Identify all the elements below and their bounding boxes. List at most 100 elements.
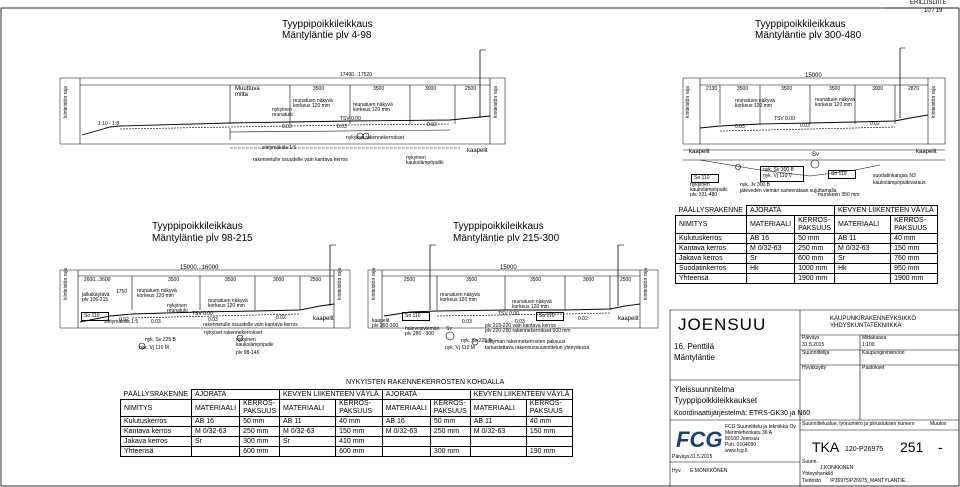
boundary-a-left: kiinteistön raja: [63, 86, 69, 118]
table-cell: 1900 mm: [890, 273, 938, 284]
street-name: Mäntyläntie: [674, 353, 715, 362]
cables-d: kaapelit: [618, 316, 639, 322]
file-label: Tiedosto: [802, 478, 821, 484]
district-heating-a: nykyinen kaukolämpöputki: [406, 155, 444, 166]
dim-c-2600: 2600...3600: [84, 277, 111, 283]
table-cell: AB 11: [469, 416, 527, 427]
table-cell: Sr: [278, 436, 337, 447]
table-cell: M 0/32-63: [381, 426, 431, 437]
table-cell: 250 mm: [794, 243, 835, 254]
dim-d-2500a: 2500: [404, 277, 416, 283]
dim-b-3000: 3000: [872, 86, 884, 92]
page-number: 10 / 19: [924, 8, 943, 14]
transition-note-d: siirtyman rakennekerrosten paksuus: [485, 339, 566, 345]
table-cell: Sr: [833, 253, 892, 264]
tsv-a: TSV 0.00: [340, 116, 361, 122]
table-cell: [381, 446, 431, 457]
table-cell: [745, 273, 796, 284]
dim-a-3500-2: 3500: [373, 86, 385, 92]
slope-c-3: 0.02: [276, 315, 286, 321]
curb-note-b1: reunatuen näkyvä korkeus 120 mm: [735, 98, 775, 109]
slope-b-1: 0.03: [735, 124, 745, 130]
table-cell: 600 mm: [239, 446, 280, 457]
district-heating-c-range: plv 98-146: [236, 350, 260, 356]
section-d-subtitle: Mäntyläntie plv 215-300: [453, 233, 560, 244]
boundary-c-left: kiinteistön raja: [63, 268, 69, 300]
section-b-subtitle: Mäntyläntie plv 300-480: [755, 30, 862, 41]
cables-c: kaapelit: [313, 316, 334, 322]
section-d-title: Tyyppipoikkileikkaus: [453, 221, 544, 232]
district-heating-b: nykyinen kaukolämpöputki plv. 331-480: [690, 182, 728, 198]
table-cell: M 0/32-63: [745, 243, 796, 254]
joensuu-logo: JOENSUU: [678, 315, 767, 334]
existing-layers-a: nykyiset rakennekerrokset: [346, 135, 405, 141]
table-cell: Yhteensä: [675, 273, 747, 284]
dim-c-2500: 2500: [310, 277, 322, 283]
table-cell: Hk: [833, 263, 892, 274]
fcg-contact: FCG Suunnittelu ja tekniikka Oy Merimieh…: [725, 424, 796, 454]
curb-note-d1: reunatuen näkyvä korkeus 120 mm: [440, 292, 480, 303]
transition-wedge-c: siirtymäkiila 1:5: [104, 319, 139, 325]
curb-note-d2: reunatuen näkyvä korkeus 120 mm: [512, 299, 552, 310]
table-cell: 150 mm: [525, 426, 574, 437]
table-cell: 300 mm: [239, 436, 280, 447]
slope-c-2: 0.03: [208, 317, 218, 323]
table-cell: M 0/32-63: [469, 426, 527, 437]
cables-d-range: kaapelit plv 260-300: [372, 318, 399, 329]
dim-a-3000: 3000: [425, 86, 437, 92]
table-cell: 40 mm: [335, 416, 383, 427]
date2-label: Päiväys: [672, 454, 690, 460]
table-cell: M 0/32-63: [833, 243, 892, 254]
table-cell: Jakava kerros: [675, 253, 747, 264]
slope-a-2: 0.03: [337, 124, 347, 130]
dim-b-2870: 2870: [908, 86, 920, 92]
dim-b-3500-3: 3500: [829, 86, 841, 92]
curb-note-c1: reunatuen näkyvä korkeus 120 mm: [137, 288, 177, 299]
existing-vj-c: nyk. Vj 110 M: [139, 345, 169, 351]
existing-sv-c: nyk. Sv 225 B: [145, 337, 176, 343]
revision-label: Muutos: [930, 421, 947, 427]
table-cell: Kulutuskerros: [675, 233, 747, 244]
section-c-subtitle: Mäntyläntie plv 98-215: [152, 233, 253, 244]
approver-label: Hyv.: [672, 468, 682, 474]
date-label: Päiväys: [802, 335, 820, 341]
table-cell: Kulutuskerros: [120, 416, 192, 427]
approved-label: Hyväksytty: [802, 365, 827, 371]
table-cell: 150 mm: [890, 243, 938, 254]
table-cell: Kantava kerros: [120, 426, 192, 437]
table-cell: Yhteensä: [120, 446, 192, 457]
table-cell: AB 11: [278, 416, 337, 427]
table-cell: 950 mm: [890, 263, 938, 274]
dim-b-3500-1: 3500: [737, 86, 749, 92]
curb-note-a2: reunatuen näkyvä korkeus 120 mm: [353, 102, 393, 113]
slope-a-1: 0.03: [282, 124, 292, 130]
table-cell: 190 mm: [525, 446, 574, 457]
crush-b: murskeen 350 mm: [818, 192, 860, 198]
boundary-c-right: kiinteistön raja: [337, 268, 343, 300]
dim-b-total: 15000: [805, 73, 822, 79]
code-drawing: 251: [900, 439, 924, 455]
slope-d-3: 0.02: [578, 316, 588, 322]
plan-name: Tyyppipoikkileikkaukset: [674, 396, 758, 405]
table-cell: 300 mm: [429, 446, 471, 457]
dim-d-3000: 3000: [583, 277, 595, 283]
table-cell: AB 11: [833, 233, 892, 244]
table-cell: Jakava kerros: [120, 436, 192, 447]
filter-fabric-b: suodatinkangas N3: [873, 173, 916, 179]
section-b-title: Tyyppipoikkileikkaus: [755, 19, 846, 30]
file-value: \P26975\P26975_MANTYLANTIE...: [830, 478, 910, 484]
curb-note-c2: reunatuen näkyvä korkeus 120 mm: [208, 298, 248, 309]
slope-c-0: 0.02: [119, 317, 129, 323]
designer-label: Suunnittelija: [802, 350, 830, 356]
table-cell: 50 mm: [794, 233, 835, 244]
district-heating-c: nykyinen kaukolämpöputki: [236, 337, 274, 348]
scale-label: Mittakaava: [862, 335, 887, 341]
table-cell: 600 mm: [335, 446, 383, 457]
dim-c-total: 15000...16000: [180, 265, 219, 271]
